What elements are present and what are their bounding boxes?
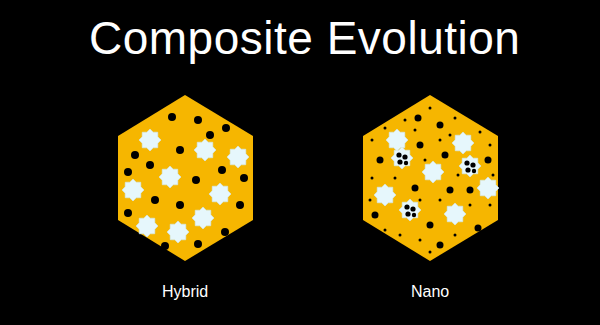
nano-filler-particles xyxy=(374,129,499,225)
hybrid-hexagon xyxy=(118,95,253,261)
material-label: Hybrid xyxy=(162,283,208,301)
nano-cluster-dots xyxy=(396,152,476,217)
material-label: Nano xyxy=(411,283,449,301)
hybrid-dots xyxy=(124,113,248,250)
nano-dots xyxy=(369,107,495,254)
diagram-title: Composite Evolution xyxy=(89,11,520,65)
hybrid-filler-particles xyxy=(122,129,249,243)
nano-hexagon xyxy=(363,95,498,261)
